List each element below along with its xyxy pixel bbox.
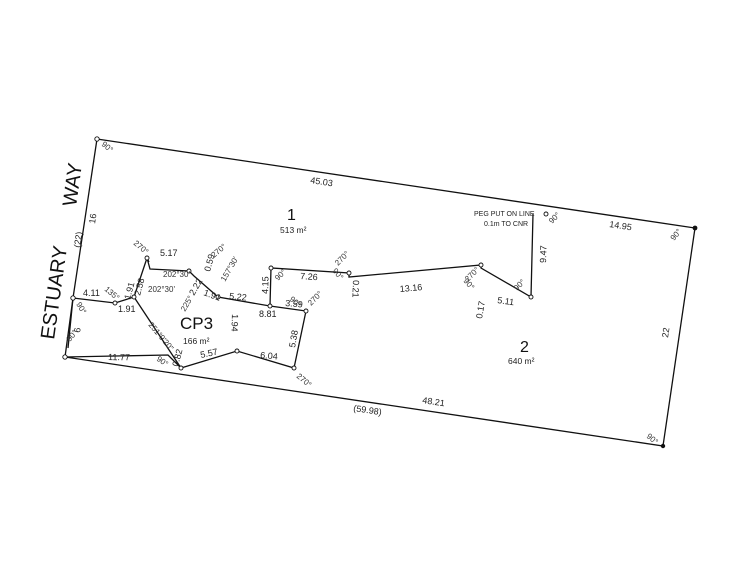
dim-cp-bottom-right: 6.04 [260, 350, 278, 361]
dim-top: 45.03 [310, 175, 334, 188]
dim-cp-slant2: 0.59 [202, 253, 216, 273]
dim-cp-inner-vert: 1.94 [229, 314, 240, 332]
lot-2-area: 640 m² [508, 356, 535, 366]
dim-div-2: 0.21 [350, 280, 361, 298]
dim-cp-left-top: 4.11 [83, 288, 100, 298]
angle-div-90c: 90° [512, 277, 527, 292]
survey-pegs [62, 136, 698, 449]
angle-div-270a: 270° [333, 249, 351, 267]
dim-left-upper: 16 [87, 213, 98, 224]
road-name-way: WAY [59, 162, 87, 208]
angle-div-90d: 90° [547, 210, 562, 225]
angle-div-90a: 90° [330, 267, 345, 282]
dim-left-lower: 6 [72, 327, 83, 333]
cp3-area: 166 m² [183, 336, 210, 346]
angle-top-right: 90° [669, 227, 684, 242]
dim-cp-mid-top: 5.22 [229, 291, 247, 302]
peg-note-line2: 0.1m TO CNR [484, 221, 528, 228]
cp3-inner-left [67, 297, 74, 349]
angle-cp-270b: 270° [210, 242, 228, 260]
dim-div-3: 13.16 [399, 282, 422, 294]
dim-cp-slant1: 0.82 [170, 348, 184, 368]
angle-cp-270c: 270° [306, 289, 324, 307]
dim-div-1: 7.26 [300, 271, 318, 282]
dim-cp-right-a: 4.15 [260, 276, 271, 294]
angle-cp-251: 251°9'20" [146, 321, 175, 353]
dim-cp-right-b: 3.59 [285, 298, 303, 309]
angle-cp-270a: 270° [132, 239, 150, 257]
dim-cp-notch-left: 2.58 [132, 277, 146, 297]
cp3-inner-notch [133, 296, 182, 369]
dim-div-4: 0.17 [474, 300, 487, 319]
angle-cp-270d: 270° [295, 372, 313, 390]
angle-cp-225: 225° [179, 294, 195, 313]
outer-boundary [64, 138, 696, 447]
angle-cp-left: 90° [74, 301, 88, 316]
dim-cp-bottom-mid: 5.57 [199, 347, 218, 360]
dim-right: 22 [660, 327, 671, 338]
dim-div-5: 5.11 [497, 295, 515, 307]
lot-1-area: 513 m² [280, 225, 307, 235]
lot-1-label: 1 [287, 207, 296, 224]
angle-cp-157: 157°30' [219, 255, 241, 283]
dim-div-6: 9.47 [538, 245, 549, 263]
angle-cp-135: 135° [103, 285, 121, 303]
angle-cp-202a: 202°30' [163, 270, 190, 279]
angle-cp-90d: 90° [273, 267, 288, 282]
lot-2-label: 2 [520, 339, 529, 356]
cp3-label: CP3 [180, 314, 213, 333]
angle-cp-90c: 90° [155, 354, 170, 368]
dim-cp-bottom-left: 11.77 [108, 352, 130, 362]
dim-bottom: 48.21 [422, 395, 446, 408]
dim-cp-slant3: 2.22 [187, 277, 204, 297]
dim-bottom-total: (59.98) [353, 403, 383, 417]
dim-cp-notch-top: 5.17 [160, 248, 178, 258]
dim-cp-right-c: 5.38 [287, 329, 300, 348]
angle-cp-202b: 202°30' [148, 285, 175, 294]
road-name-estuary: ESTUARY [37, 244, 72, 340]
dim-cp-step: 8.81 [259, 309, 277, 319]
dim-top-right: 14.95 [609, 219, 633, 232]
dim-cp-inner3: 1.91 [202, 287, 222, 302]
dim-cp-inner2: 1.91 [122, 281, 136, 301]
peg-note-line1: PEG PUT ON LINE [474, 211, 535, 218]
dim-cp-inner1: 1.91 [118, 304, 136, 314]
dim-left-total: (22) [72, 231, 84, 248]
